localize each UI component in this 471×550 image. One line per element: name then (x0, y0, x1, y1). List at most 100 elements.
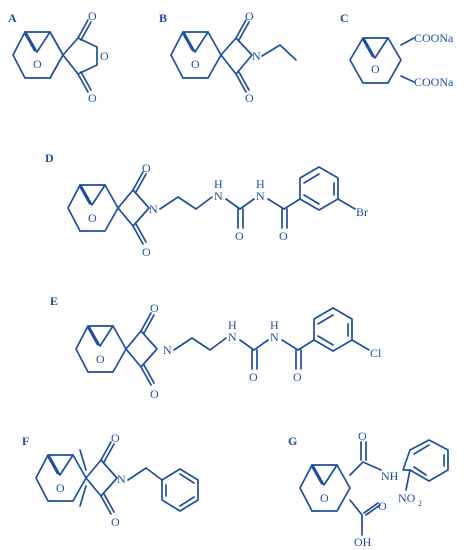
ring-bicycle-b (170, 31, 222, 79)
ring-bicycle-c (349, 37, 402, 84)
wedge-d (79, 185, 92, 205)
imide-ring-b (220, 37, 253, 75)
atom-o-bridge-e: O (96, 352, 105, 366)
label-b: B (159, 11, 167, 25)
atom-o-top-b: O (245, 9, 254, 23)
atom-o-bottom-b: O (245, 91, 254, 105)
benzene-ring-f (161, 468, 199, 512)
atom-n-d: N (149, 202, 158, 216)
label-c: C (340, 11, 349, 25)
atom-o-top-a: O (88, 9, 97, 23)
anhydride-ring-a (49, 31, 98, 79)
carbonyl-top-e (140, 312, 155, 334)
carbonyl-top-f (100, 441, 115, 463)
halogen-bond-d (337, 198, 356, 210)
atom-nh2-h-e: H (270, 318, 279, 332)
atom-o-amide-d: O (279, 229, 288, 243)
wedge-e (87, 326, 100, 346)
atom-o-bottom-e: O (150, 387, 159, 401)
atom-n-f: N (117, 472, 126, 486)
compound-g: G O O NH NO 2 O OH (288, 429, 449, 549)
atom-oh-g: OH (354, 535, 372, 549)
ethyl-chain-b (261, 44, 297, 61)
salt-bonds-c (400, 37, 415, 83)
atom-o-urea-e: O (249, 370, 258, 384)
atom-o-urea-d: O (235, 229, 244, 243)
carbonyl-top-a (77, 19, 92, 41)
urea-e (239, 339, 269, 370)
atom-o-bridge-d: O (88, 211, 97, 225)
nitrophenyl-ring-g (402, 439, 449, 482)
atom-nh2-n-e: N (270, 330, 279, 344)
atom-nh1-n-e: N (228, 330, 237, 344)
amide-d (267, 198, 301, 229)
label-a: A (8, 11, 17, 25)
atom-o-ring-a: O (100, 49, 109, 63)
compound-b: B O O N O (159, 9, 297, 105)
atom-o-bridge-a: O (33, 57, 42, 71)
atom-n-b: N (252, 49, 261, 63)
atom-nh1-n-d: N (214, 189, 223, 203)
acid-g (349, 499, 381, 536)
atom-o-bottom-f: O (111, 515, 120, 529)
atom-br-d: Br (356, 205, 368, 219)
imide-ring-f (85, 459, 118, 497)
atom-nh-g: NH (381, 469, 399, 483)
ethylene-linker-e (173, 337, 227, 351)
methyl-groups-f (79, 449, 87, 507)
imide-ring-e (125, 330, 158, 368)
compound-d: D O O N O H N O H N O Br (45, 151, 368, 259)
atom-nh2-h-d: H (256, 177, 265, 191)
urea-d (225, 198, 255, 229)
atom-n-e: N (163, 343, 172, 357)
atom-o-bottom-d: O (142, 245, 151, 259)
benzene-ring-e (313, 307, 353, 352)
atom-o-bottom-a: O (88, 91, 97, 105)
atom-o-top-d: O (142, 161, 151, 175)
atom-o-top-e: O (150, 301, 159, 315)
atom-salt-bottom-c: COONa (414, 75, 454, 89)
halogen-bond-e (351, 339, 370, 351)
amide-e (281, 339, 315, 370)
benzene-double-bonds-f (165, 473, 195, 507)
atom-salt-top-c: COONa (414, 31, 454, 45)
atom-nh1-h-d: H (214, 177, 223, 191)
label-g: G (288, 434, 297, 448)
wedge-f (47, 455, 60, 475)
carbonyl-bottom-e (140, 364, 155, 386)
atom-nh2-n-d: N (256, 189, 265, 203)
atom-o-top-f: O (111, 431, 120, 445)
nitro-bond-g (405, 469, 411, 491)
benzene-double-bonds-d (303, 173, 335, 205)
compound-f: F O O N O (22, 431, 199, 529)
atom-o-bridge-b: O (191, 57, 200, 71)
compound-a: A O O O O (8, 9, 109, 105)
nitrophenyl-double-bonds-g (413, 444, 445, 476)
carbonyl-bottom-a (77, 71, 92, 93)
amide-g (349, 441, 382, 476)
atom-o-amide-e: O (293, 370, 302, 384)
atom-o-acid-g: O (378, 499, 387, 513)
atom-o-bridge-f: O (56, 481, 65, 495)
label-f: F (22, 434, 29, 448)
carbonyl-bottom-d (132, 223, 147, 245)
wedge-g (311, 465, 324, 485)
wedge-b (182, 32, 195, 52)
atom-no2-g: NO (398, 491, 416, 505)
carbonyl-bottom-f (100, 493, 115, 515)
ring-bicycle-a (12, 31, 64, 79)
benzyl-linker-f (127, 467, 163, 481)
imide-ring-d (117, 189, 150, 227)
atom-no2-sub-g: 2 (418, 499, 422, 508)
carbonyl-top-d (132, 171, 147, 193)
benzene-ring-d (299, 166, 339, 211)
wedge-c (362, 38, 375, 58)
atom-o-bridge-g: O (320, 491, 329, 505)
compound-c: C O COONa COONa (340, 11, 454, 89)
benzene-double-bonds-e (317, 314, 349, 346)
label-e: E (50, 294, 58, 308)
ethylene-linker-d (159, 196, 213, 210)
atom-cl-e: Cl (370, 346, 382, 360)
